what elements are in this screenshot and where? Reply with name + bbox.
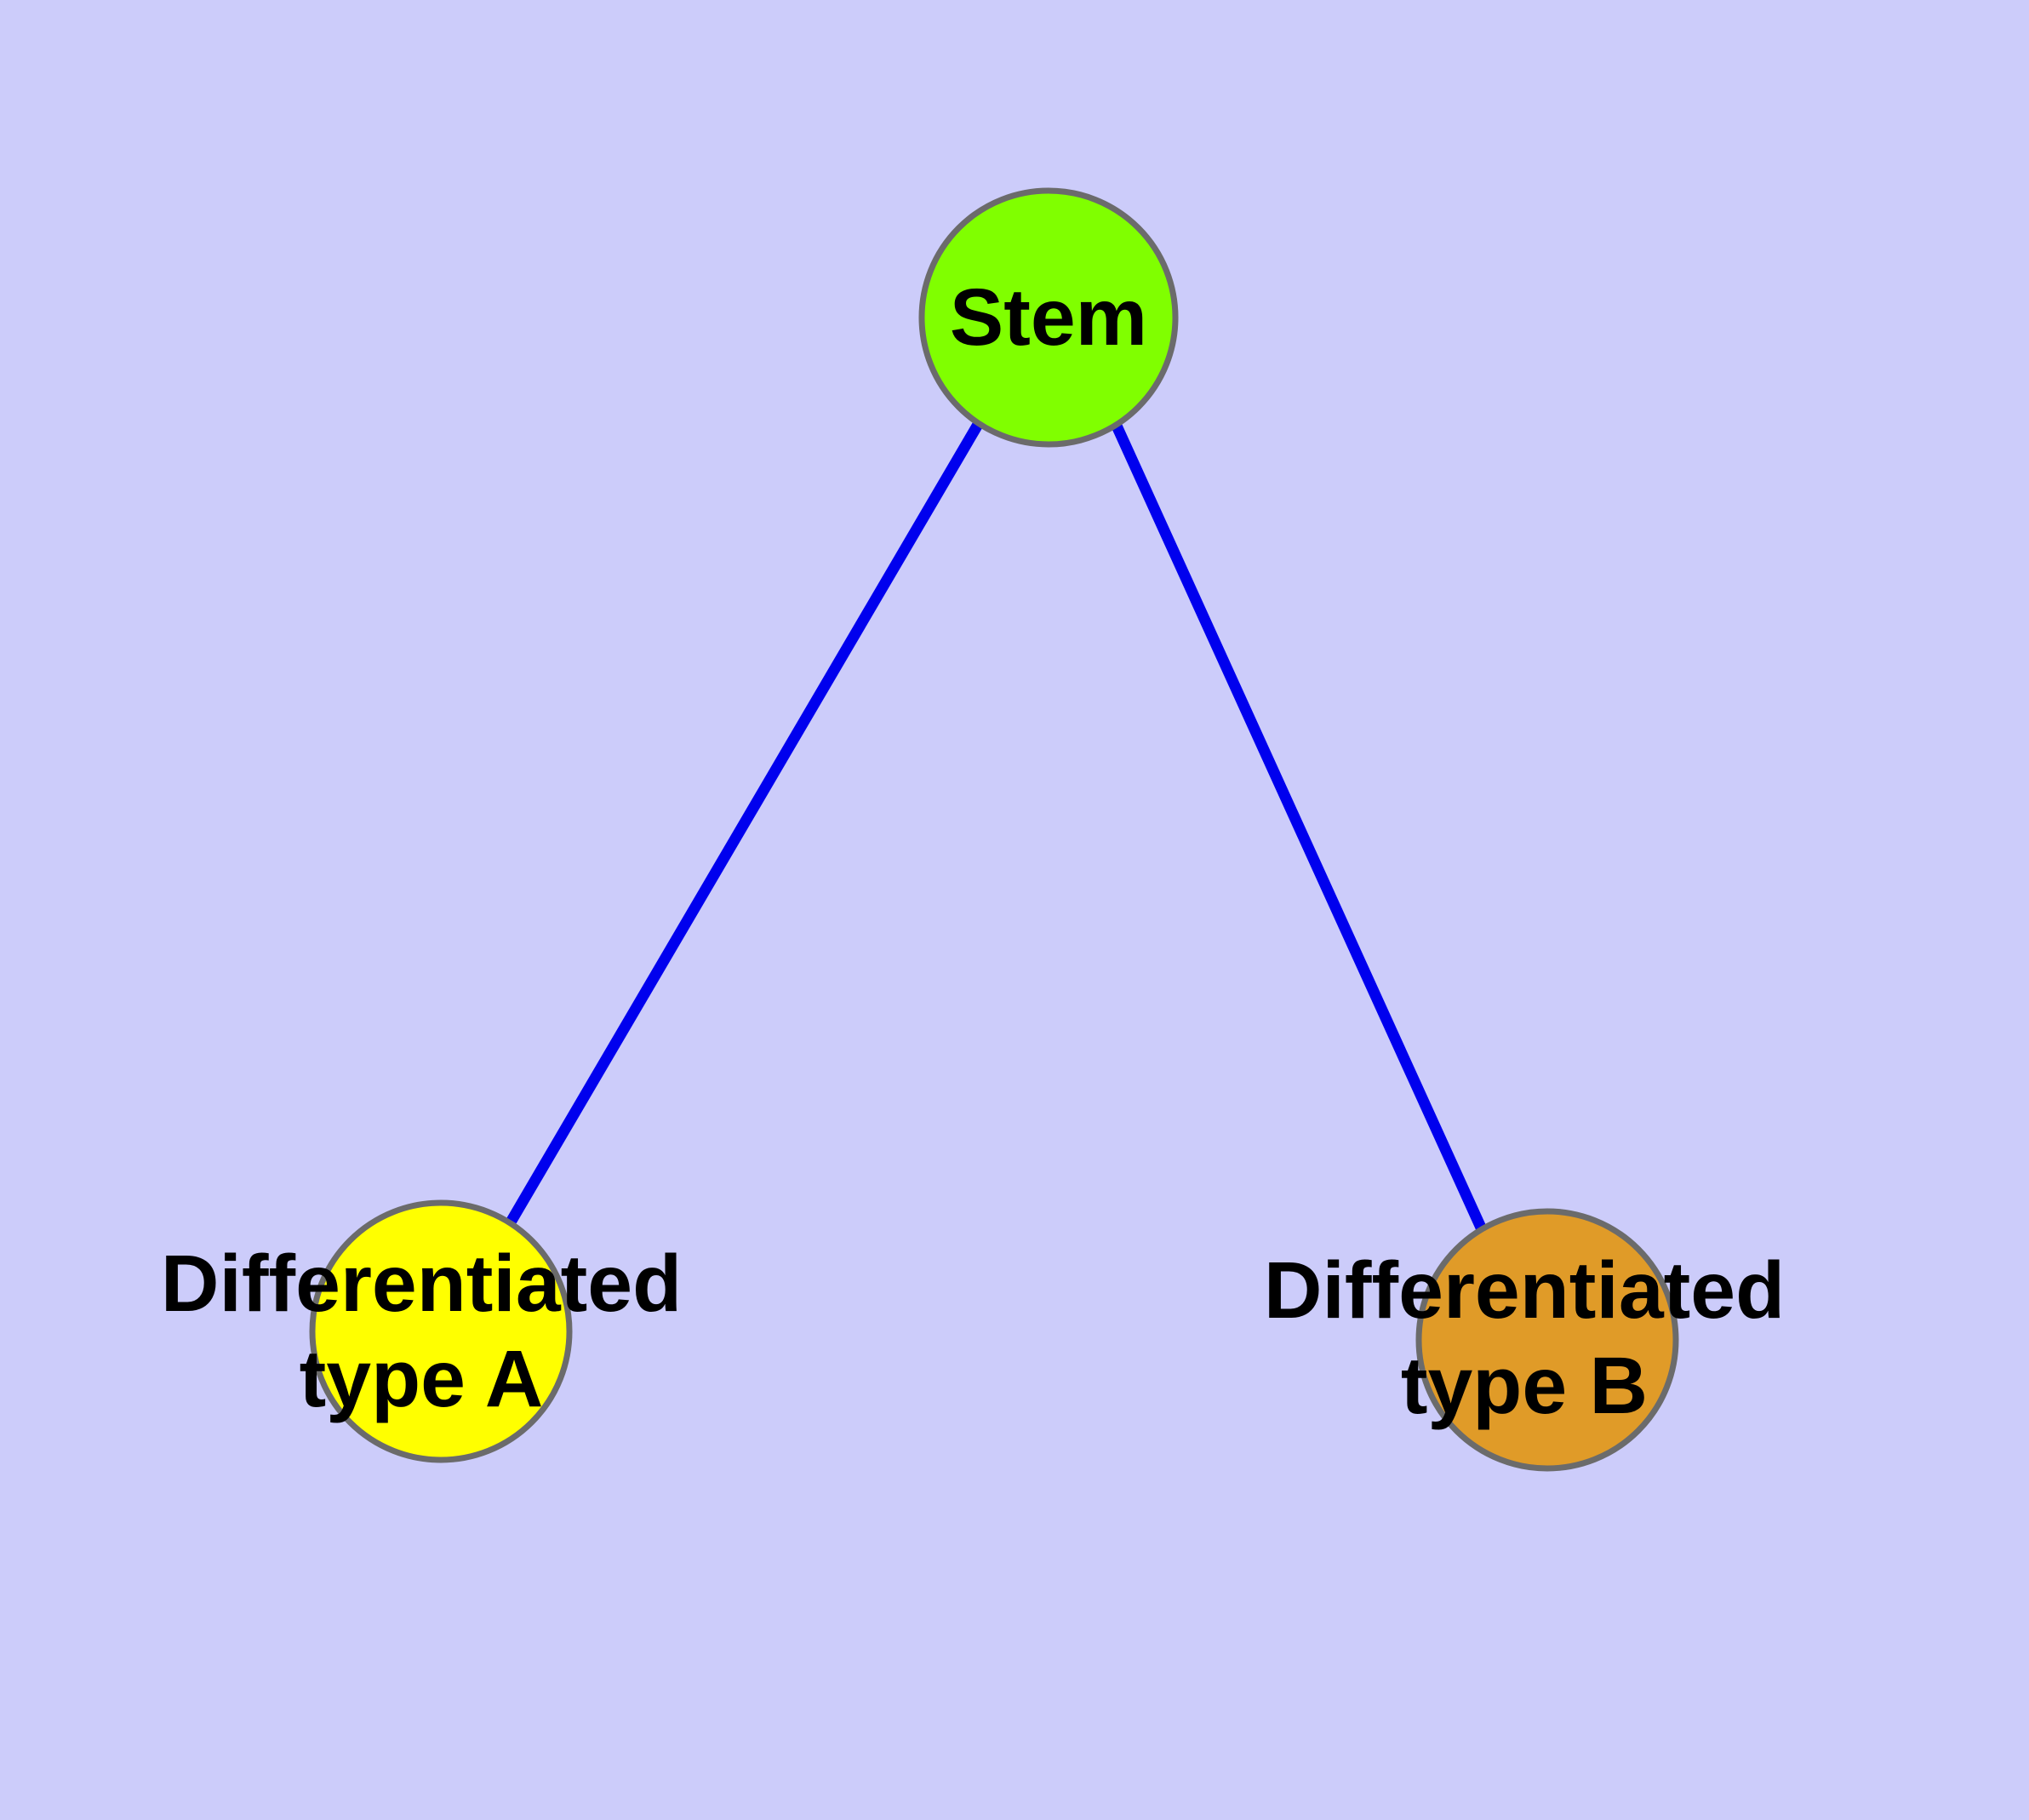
node-diff_b[interactable] [1415, 1208, 1679, 1472]
edge-stem-to-diff-a[interactable] [506, 420, 984, 1224]
node-label-line: Differentiated [1264, 1245, 1785, 1336]
node-diff_a[interactable] [309, 1199, 573, 1463]
node-circle-diff_b[interactable] [1415, 1208, 1679, 1472]
node-circle-stem[interactable] [918, 187, 1179, 448]
edge-stem-to-diff-b[interactable] [1111, 421, 1486, 1230]
node-label-stem: Stem [950, 272, 1147, 363]
node-label-line: type A [300, 1334, 544, 1424]
node-circle-diff_a[interactable] [309, 1199, 573, 1463]
node-label-line: Stem [950, 272, 1147, 363]
node-stem[interactable] [918, 187, 1179, 448]
edges-group [506, 420, 1486, 1230]
node-label-line: type B [1401, 1341, 1648, 1431]
node-label-line: Differentiated [161, 1239, 682, 1329]
